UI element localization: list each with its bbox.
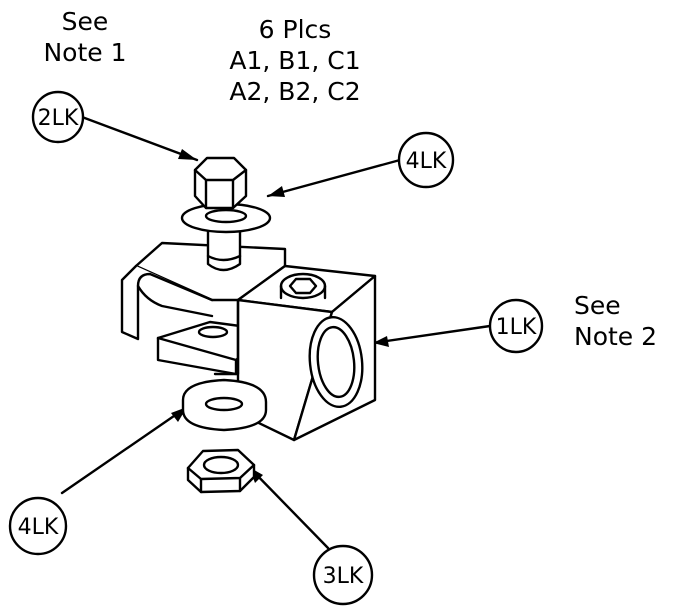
balloon-2lk-circle (31, 90, 85, 144)
balloon-4lk-bottom-circle (8, 496, 68, 556)
hex-nut (186, 448, 256, 494)
block-cut-edge (213, 298, 240, 376)
top-washer-hole (204, 208, 248, 224)
leader-2lk (80, 115, 199, 162)
bolt-head-faces (204, 176, 235, 210)
bracket-bolt-hole (197, 325, 229, 339)
set-screw-side (279, 284, 327, 300)
arrowhead-2lk (178, 149, 197, 160)
bracket-inner-curve (136, 284, 214, 318)
quantity-callout: 6 Plcs A1, B1, C1 A2, B2, C2 (205, 14, 385, 107)
leader-3lk (247, 465, 330, 550)
balloon-4lk-top-circle (397, 131, 455, 189)
leader-4lk-top (266, 158, 402, 198)
see-note-1: See Note 1 (20, 6, 150, 68)
note1-line1: See (61, 7, 109, 36)
qty-line3: A2, B2, C2 (229, 77, 361, 106)
balloon-4lk-top-label: 4LK (406, 149, 447, 174)
bottom-washer-hole (204, 396, 244, 412)
arrowhead-1lk (373, 336, 389, 347)
balloon-2lk-label: 2LK (38, 106, 79, 131)
leader-1lk (371, 324, 492, 345)
connector-block (213, 264, 377, 442)
qty-line1: 6 Plcs (258, 15, 332, 44)
see-note-2: See Note 2 (574, 290, 657, 352)
nut-thread-hole (202, 455, 240, 475)
balloon-1lk-circle (488, 298, 544, 354)
bolt-assembly (180, 156, 272, 272)
qty-line2: A1, B1, C1 (229, 46, 361, 75)
note1-line2: Note 1 (43, 38, 127, 67)
bolt-head-top (193, 156, 248, 182)
note2-line1: See (574, 291, 621, 320)
bracket-side-leg (120, 264, 214, 341)
leader-4lk-bottom (60, 405, 189, 495)
arrowhead-4lk-top (268, 186, 285, 197)
bottom-washer (181, 378, 268, 432)
block-conductor-hole-inner (316, 325, 356, 399)
balloon-3lk-label: 3LK (323, 564, 364, 589)
balloons (8, 90, 544, 606)
note2-line2: Note 2 (574, 322, 658, 351)
balloon-3lk-circle (312, 544, 374, 606)
bracket-bottom-edge (156, 336, 238, 362)
bolt-thread-lines (206, 254, 242, 262)
balloon-4lk-bottom-label: 4LK (18, 515, 59, 540)
set-screw-hex-socket (288, 277, 318, 295)
balloon-1lk-label: 1LK (496, 315, 537, 340)
leader-lines (60, 115, 492, 550)
